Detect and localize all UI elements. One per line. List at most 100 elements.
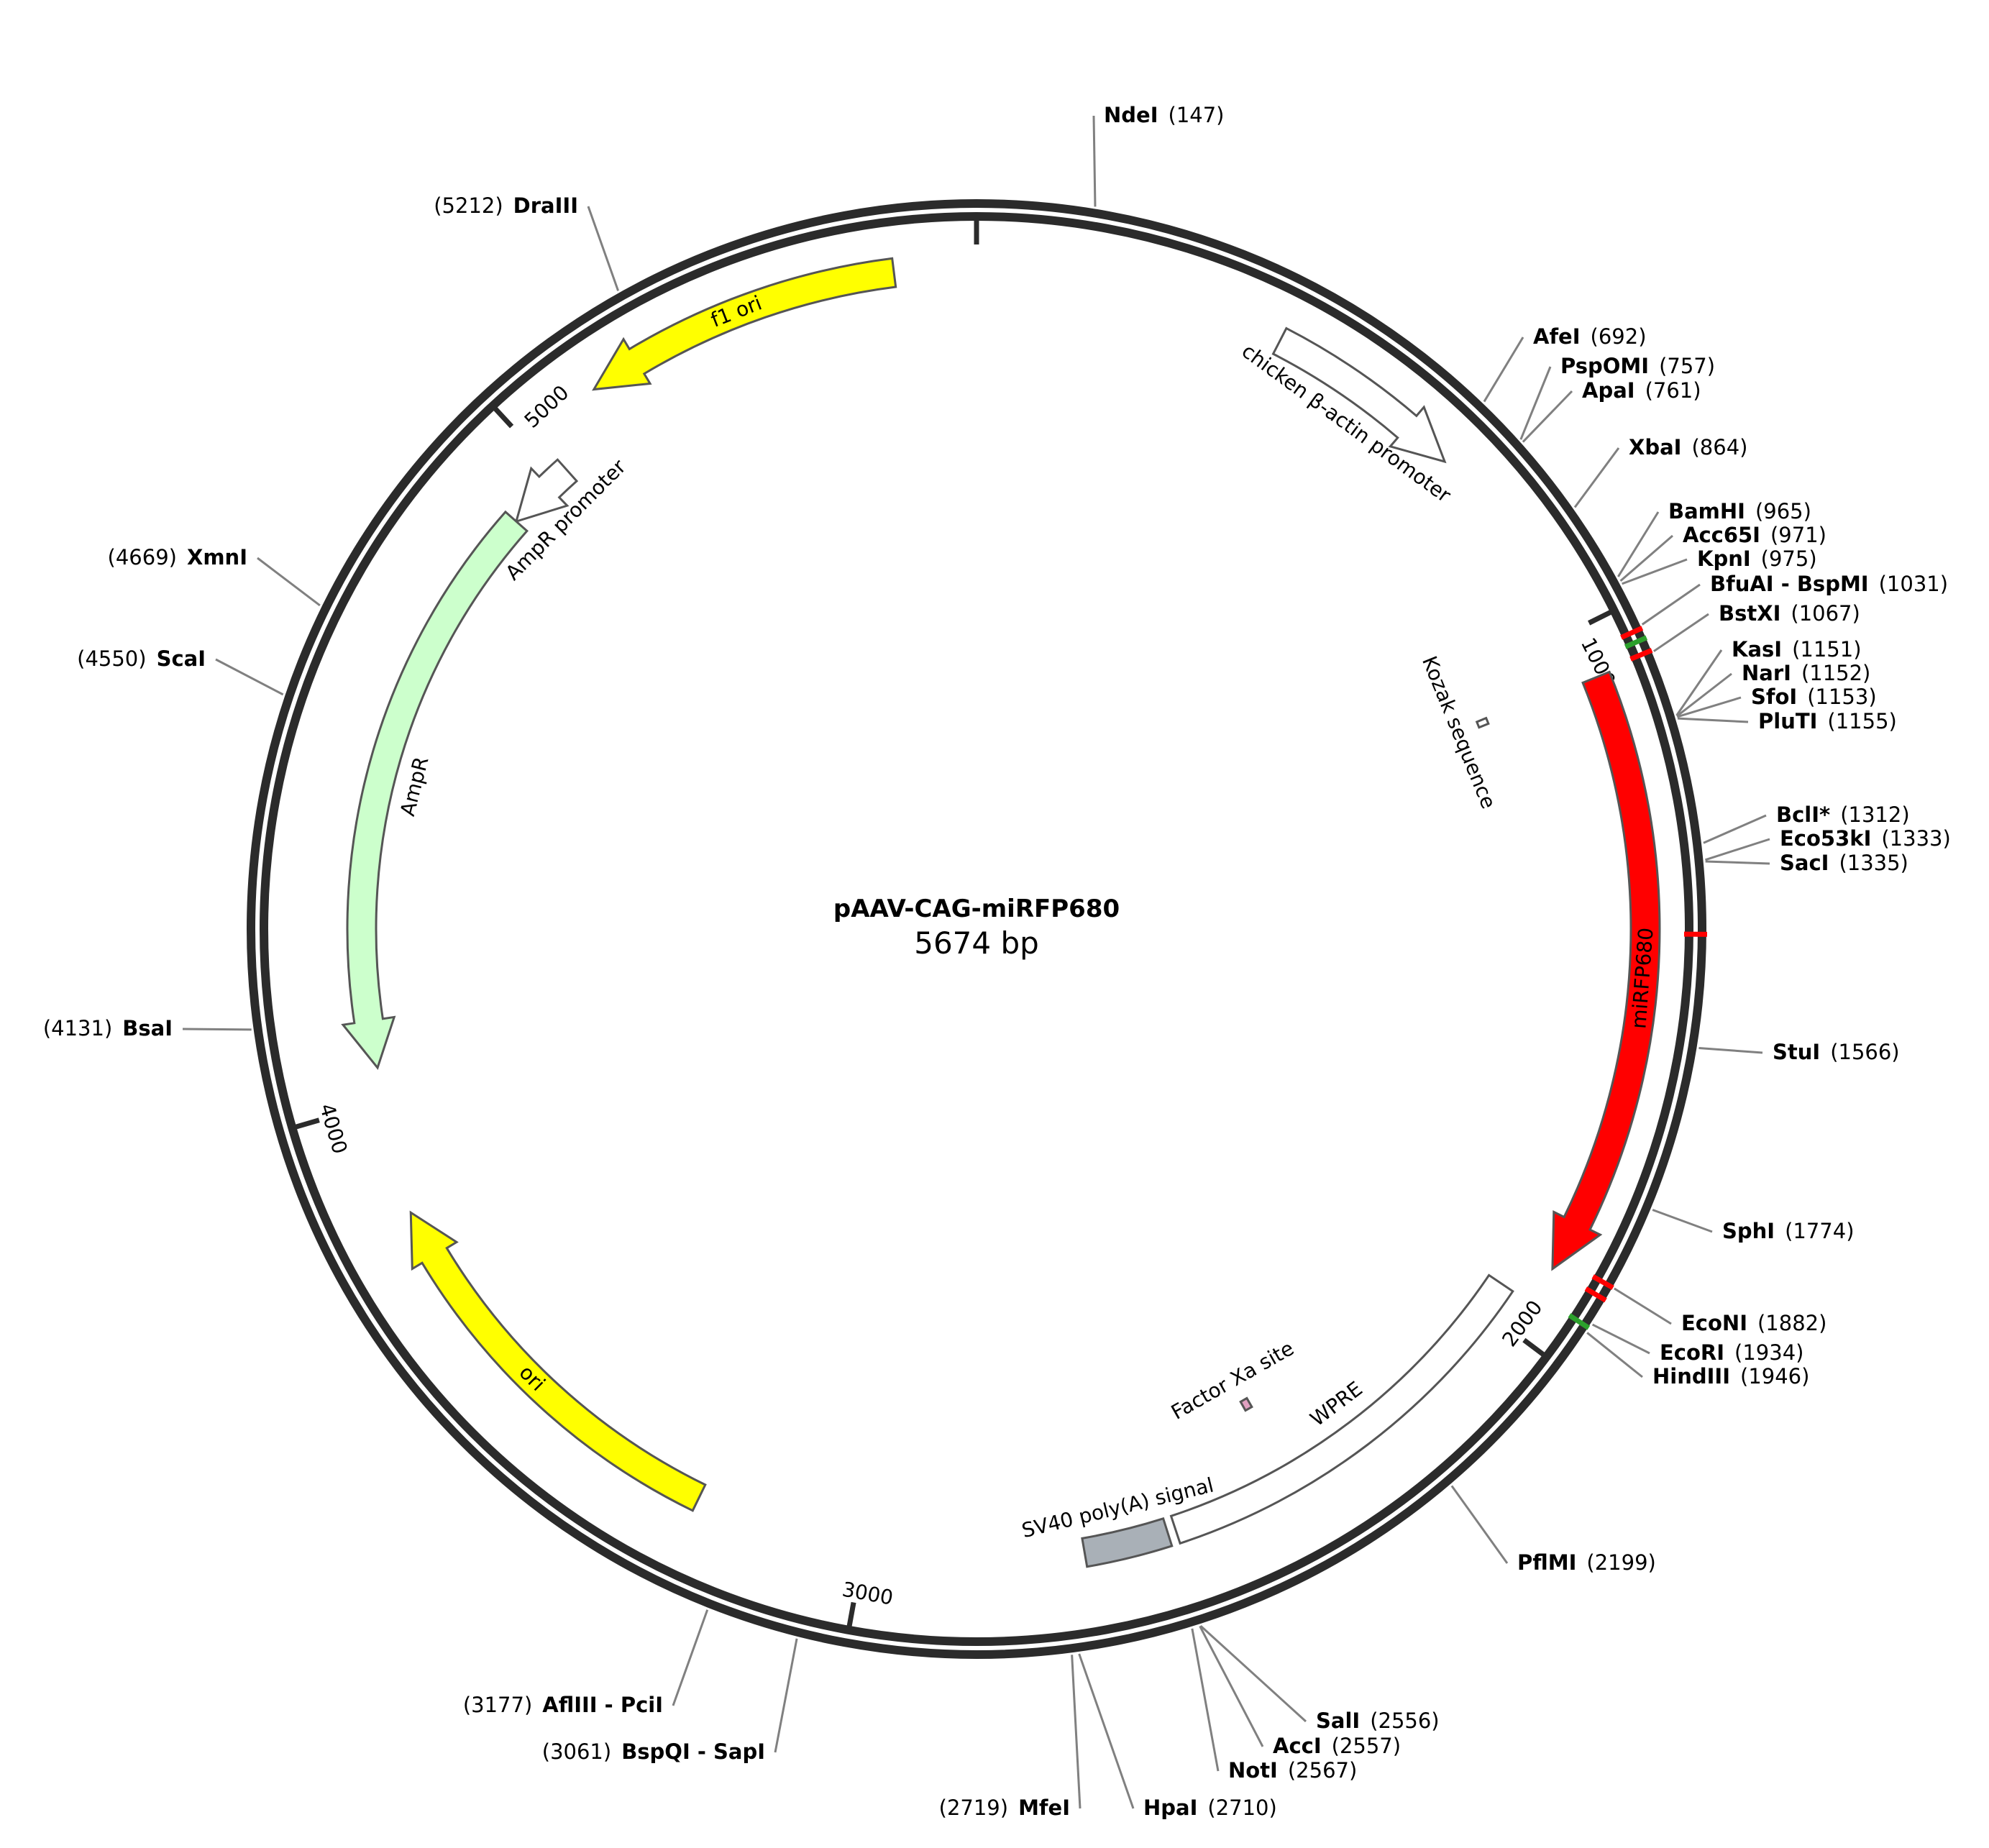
restriction-sites: NdeI(147)AfeI(692)PspOMI(757)ApaI(761)Xb… <box>43 103 1951 1820</box>
site-leader-pluti <box>1677 717 1749 723</box>
site-name: PflMI <box>1517 1550 1576 1575</box>
site-position: (692) <box>1591 324 1647 349</box>
site-label-pspomi: PspOMI(757) <box>1560 354 1715 378</box>
site-label-bstxi: BstXI(1067) <box>1719 601 1860 626</box>
site-position: (1946) <box>1740 1364 1809 1389</box>
site-leader-saci <box>1705 860 1770 865</box>
backbone-mark <box>1620 626 1644 640</box>
site-label-acci: AccI(2557) <box>1273 1734 1401 1758</box>
site-label-afliii-pcii: (3177)AflIII - PciI <box>463 1693 663 1717</box>
site-name: EcoRI <box>1660 1340 1724 1365</box>
site-leader-hindiii <box>1586 1332 1643 1378</box>
feature-ampr-promoter <box>514 458 579 523</box>
site-name: ScaI <box>157 646 206 671</box>
site-label-stui: StuI(1566) <box>1773 1040 1900 1064</box>
site-name: SalI <box>1316 1709 1360 1733</box>
site-leader-bamhi <box>1617 511 1660 577</box>
site-label-ndei: NdeI(147) <box>1104 103 1224 127</box>
site-leader-ecori <box>1591 1323 1650 1355</box>
site-label-econi: EcoNI(1882) <box>1681 1311 1826 1335</box>
feature-label-kozak-sequence: Kozak sequence <box>1417 653 1501 813</box>
feature-chicken-actin-promoter <box>1271 326 1447 464</box>
feature-label-ampr: AmpR <box>395 754 434 818</box>
site-leader-acci <box>1199 1625 1264 1747</box>
site-leader-afei <box>1483 337 1524 403</box>
site-label-hindiii: HindIII (1946) <box>1652 1364 1809 1389</box>
site-position: (757) <box>1659 354 1715 378</box>
site-label-bcli: BclI* (1312) <box>1776 802 1910 827</box>
site-leader-sphi <box>1652 1209 1713 1233</box>
site-name: SphI <box>1722 1219 1775 1243</box>
site-position: (864) <box>1691 435 1747 459</box>
tick-label-3000: 3000 <box>841 1578 895 1610</box>
site-leader-afliii-pcii <box>672 1609 709 1706</box>
map-center-label: pAAV-CAG-miRFP680 5674 bp <box>833 895 1120 961</box>
site-label-afei: AfeI(692) <box>1533 324 1647 349</box>
site-name: HindIII <box>1652 1364 1730 1389</box>
site-leader-scai <box>215 658 284 696</box>
site-position: (761) <box>1645 378 1701 403</box>
site-position: (1312) <box>1840 802 1909 827</box>
site-position: (4669) <box>108 545 177 570</box>
site-position: (1774) <box>1785 1219 1854 1243</box>
site-position: (1153) <box>1807 685 1876 709</box>
site-position: (1031) <box>1879 572 1948 596</box>
plasmid-length: 5674 bp <box>914 925 1039 961</box>
site-leader-mfei <box>1071 1655 1082 1809</box>
site-label-noti: NotI(2567) <box>1228 1758 1357 1783</box>
backbone-mark <box>1568 1313 1591 1330</box>
site-name: Eco53kI <box>1780 826 1871 851</box>
feature-ori <box>409 1210 707 1512</box>
backbone-outer-ring <box>247 199 1706 1659</box>
feature-label-factor-xa-site: Factor Xa site <box>1167 1336 1298 1424</box>
site-label-xmni: (4669)XmnI <box>108 545 247 570</box>
site-label-saci: SacI(1335) <box>1780 851 1908 875</box>
site-leader-sfoi <box>1676 696 1742 718</box>
backbone-mark <box>1584 1286 1607 1303</box>
site-position: (1882) <box>1757 1311 1826 1335</box>
site-position: (2557) <box>1332 1734 1401 1758</box>
site-label-sphi: SphI (1774) <box>1722 1219 1855 1243</box>
site-name: Acc65I <box>1683 523 1760 547</box>
feature-sv40-poly-a-signal <box>1081 1517 1174 1568</box>
site-label-bsai: (4131)BsaI <box>43 1016 173 1040</box>
site-name: ApaI <box>1582 378 1635 403</box>
site-name: BclI* <box>1776 802 1830 827</box>
site-leader-econi <box>1614 1287 1672 1325</box>
site-label-bamhi: BamHI(965) <box>1668 499 1811 523</box>
site-label-scai: (4550) ScaI <box>77 646 206 671</box>
feature-ampr <box>341 510 529 1070</box>
tick-mark-4000 <box>293 1117 320 1130</box>
backbone-mark <box>1591 1274 1614 1290</box>
site-position: (1151) <box>1792 637 1861 662</box>
site-label-hpai: HpaI(2710) <box>1143 1796 1277 1820</box>
site-leader-acc65i <box>1619 534 1673 582</box>
site-name: MfeI <box>1018 1796 1070 1820</box>
site-position: (4550) <box>77 646 146 671</box>
site-leader-stui <box>1698 1047 1763 1054</box>
site-name: AflIII - PciI <box>542 1693 663 1717</box>
backbone-mark <box>1624 635 1648 649</box>
site-name: HpaI <box>1143 1796 1197 1820</box>
site-label-mfei: (2719) MfeI <box>939 1796 1070 1820</box>
site-position: (2556) <box>1370 1709 1439 1733</box>
site-label-apai: ApaI (761) <box>1582 378 1701 403</box>
site-leader-apai <box>1522 390 1573 443</box>
site-position: (1067) <box>1791 601 1860 626</box>
site-name: SacI <box>1780 851 1829 875</box>
site-label-kasi: KasI(1151) <box>1732 637 1862 662</box>
site-leader-bsai <box>182 1028 252 1031</box>
site-label-draiii: (5212)DraIII <box>434 193 578 218</box>
site-label-pluti: PluTI(1155) <box>1758 709 1897 733</box>
site-label-pflmi: PflMI(2199) <box>1517 1550 1656 1575</box>
backbone-inner-ring <box>260 212 1693 1646</box>
site-name: DraIII <box>513 193 578 218</box>
site-label-bspqi-sapi: (3061)BspQI - SapI <box>542 1739 765 1764</box>
site-position: (975) <box>1761 546 1817 571</box>
site-position: (1934) <box>1734 1340 1803 1365</box>
site-position: (2719) <box>939 1796 1008 1820</box>
feature-mirfp680 <box>1551 670 1661 1271</box>
tick-label-5000: 5000 <box>520 380 574 433</box>
site-label-bfuai-bspmi: BfuAI - BspMI(1031) <box>1710 572 1948 596</box>
feature-kozak-sequence <box>1475 716 1490 729</box>
